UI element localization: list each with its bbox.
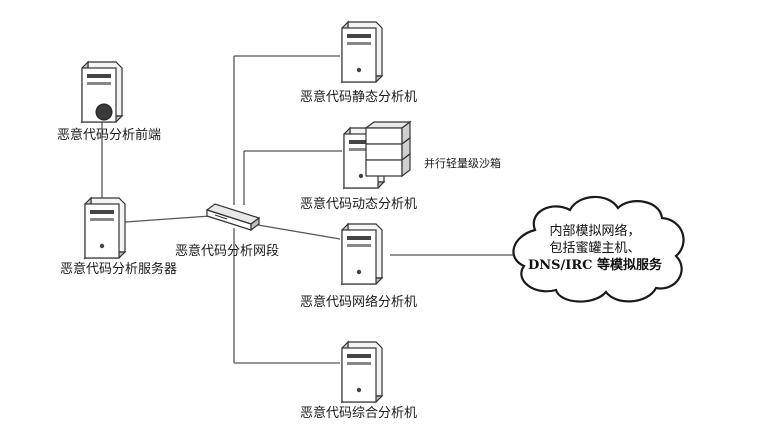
cloud-line-3: DNS/IRC 等模拟服务: [527, 258, 663, 273]
link-network: [257, 224, 341, 240]
network-switch-icon: [205, 203, 261, 232]
network-analysis-server-icon: [341, 223, 383, 285]
analysis-server-icon: [84, 197, 126, 259]
combined-analysis-label: 恶意代码综合分析机: [300, 406, 418, 421]
cloud-icon: [512, 195, 685, 303]
cloud-text: 内部模拟网络， 包括蜜罐主机、 DNS/IRC 等模拟服务: [520, 223, 670, 274]
analysis-server-label: 恶意代码分析服务器: [60, 262, 178, 277]
frontend-server-icon: [81, 61, 123, 123]
link-server-switch: [124, 215, 211, 223]
cloud-line-2: 包括蜜罐主机、: [549, 241, 641, 256]
cloud-line-1: 内部模拟网络，: [549, 224, 641, 239]
connection-lines: [101, 55, 515, 364]
combined-analysis-server-icon: [341, 341, 383, 403]
sandbox-stack-icon: [364, 120, 412, 178]
static-analysis-label: 恶意代码静态分析机: [300, 90, 418, 105]
network-analysis-label: 恶意代码网络分析机: [300, 295, 418, 310]
network-segment-label: 恶意代码分析网段: [175, 244, 280, 259]
dynamic-analysis-label: 恶意代码动态分析机: [300, 197, 418, 212]
sandbox-label: 并行轻量级沙箱: [424, 157, 501, 170]
static-analysis-server-icon: [341, 21, 383, 83]
frontend-label: 恶意代码分析前端: [57, 128, 162, 143]
